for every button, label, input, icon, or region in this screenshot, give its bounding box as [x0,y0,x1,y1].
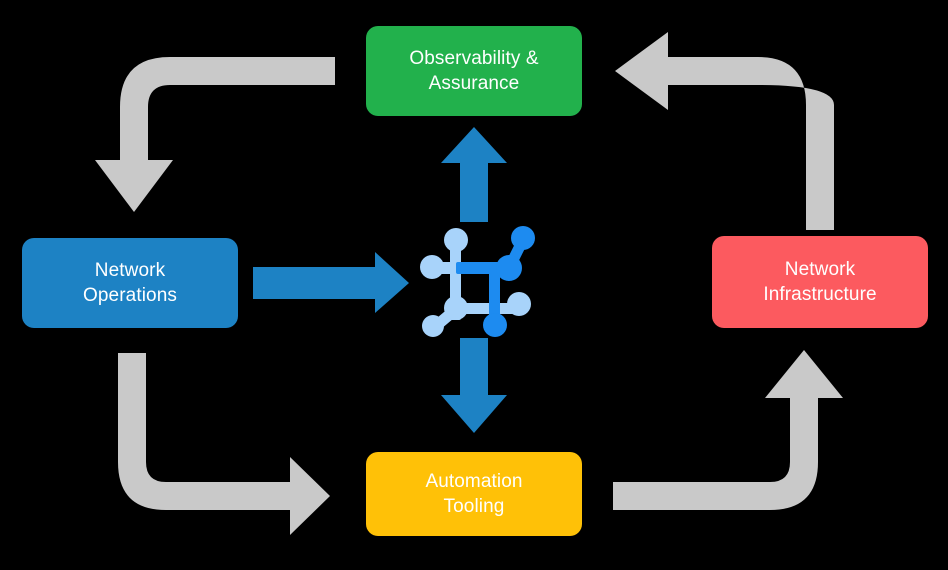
node-netinfra-line1: Network [784,258,856,280]
node-automation-line1: Automation [425,470,523,492]
connector-center-to-observability [441,127,507,222]
icon-dark-edges [456,226,535,337]
node-automation-line2: Tooling [443,496,505,517]
connector-netops-to-automation [118,353,330,535]
connector-netops-to-center [253,252,409,313]
node-observability-assurance[interactable]: Observability & Assurance [366,26,582,116]
node-netops-line1: Network [94,259,166,281]
node-observability-line1: Observability & [409,47,539,69]
network-topology-icon [420,226,535,337]
node-netops-line2: Operations [83,285,177,306]
node-netinfra-line2: Infrastructure [763,284,877,305]
connector-center-to-automation [441,338,507,433]
icon-light-edges [420,228,531,337]
node-observability-line2: Assurance [428,73,520,94]
node-observability-label: Observability & Assurance [389,46,558,96]
connector-netinfra-to-observability [615,32,834,230]
connector-observability-to-netops [95,57,335,212]
connector-automation-to-netinfra [613,350,843,510]
